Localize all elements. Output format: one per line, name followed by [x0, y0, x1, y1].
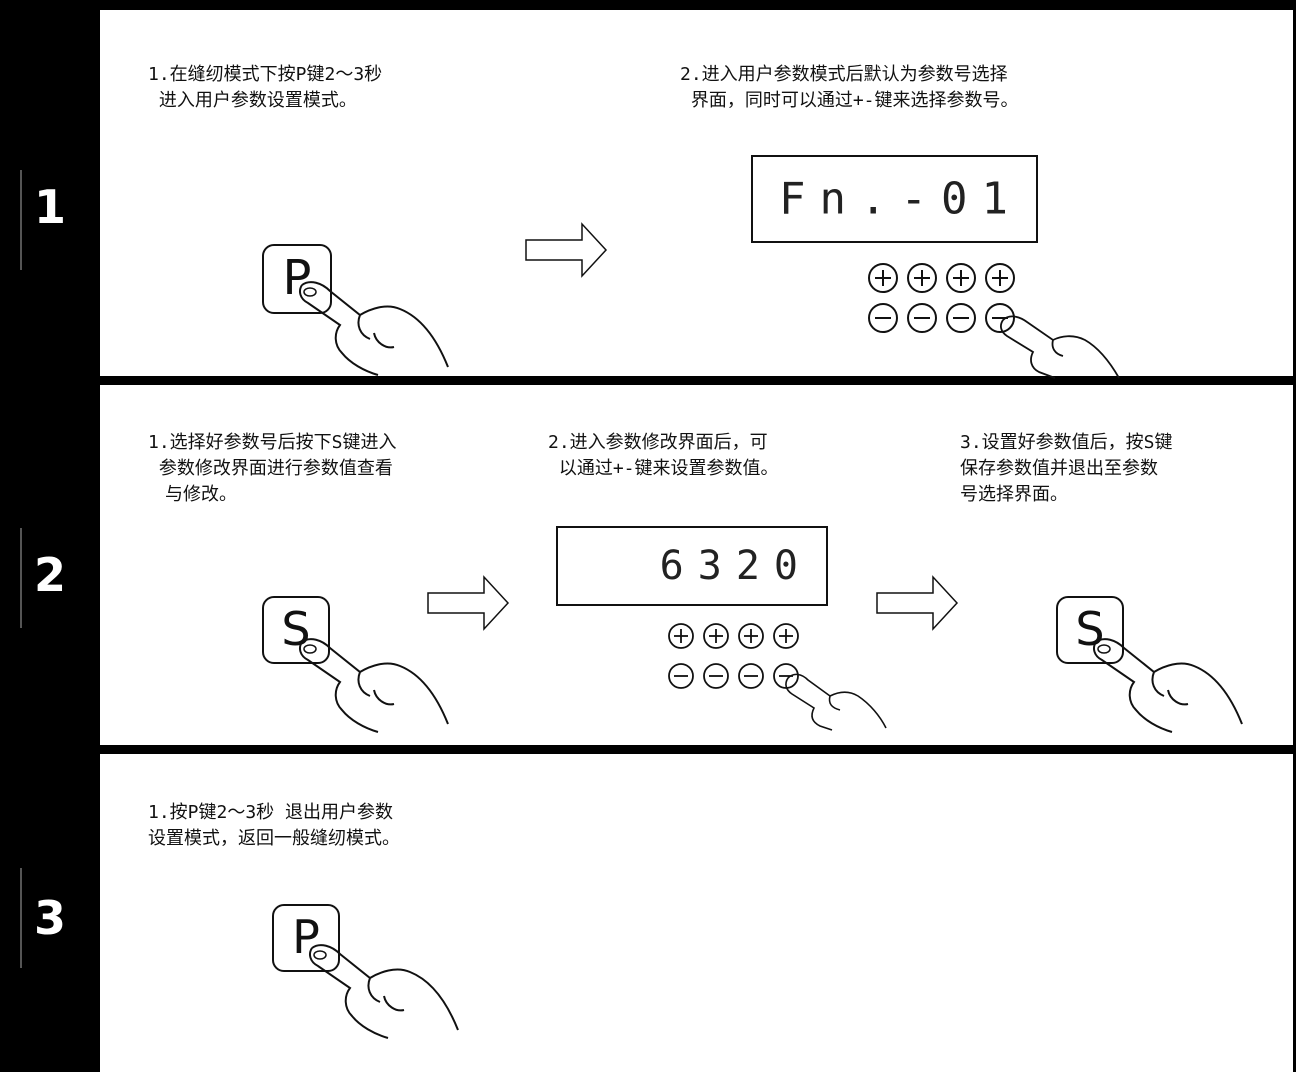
hand-pointer-icon — [1084, 632, 1254, 742]
top-border — [0, 0, 1296, 10]
step-1-note-1-line-2: 进入用户参数设置模式。 — [148, 88, 357, 114]
plus-button-row — [666, 622, 816, 652]
right-arrow-icon — [426, 575, 510, 631]
step-3-note-1-line-1: 1.按P键2～3秒 退出用户参数 — [148, 800, 393, 826]
step-3-note-1-line-2: 设置模式，返回一般缝纫模式。 — [148, 826, 400, 852]
step-2-note-1-line-2: 参数修改界面进行参数值查看 — [148, 456, 393, 482]
step-2-note-3-line-1: 3.设置好参数值后，按S键 — [960, 430, 1173, 456]
step-2-note-2-line-1: 2.进入参数修改界面后，可 — [548, 430, 768, 456]
lcd-display: Fn.-01 — [751, 155, 1038, 243]
step-3-number: 3 — [0, 893, 100, 943]
plus-button-row — [866, 262, 1030, 296]
step-1-number: 1 — [0, 182, 100, 232]
hand-pointer-icon — [995, 308, 1125, 380]
lcd-value: 6320 — [660, 543, 812, 589]
right-arrow-icon — [524, 222, 608, 278]
hand-pointer-icon — [300, 938, 470, 1048]
lcd-display: 6320 — [556, 526, 828, 606]
step-1-note-2-line-1: 2.进入用户参数模式后默认为参数号选择 — [680, 62, 1008, 88]
step-2-note-3-line-2: 保存参数值并退出至参数 — [960, 456, 1158, 482]
step-2-note-2-line-2: 以通过+-键来设置参数值。 — [548, 456, 779, 482]
step-1-note-1-line-1: 1.在缝纫模式下按P键2～3秒 — [148, 62, 382, 88]
step-1-note-2-line-2: 界面，同时可以通过+-键来选择参数号。 — [680, 88, 1019, 114]
right-arrow-icon — [875, 575, 959, 631]
hand-pointer-icon — [290, 275, 460, 385]
separator-2-3 — [0, 745, 1296, 754]
step-2-note-1-line-1: 1.选择好参数号后按下S键进入 — [148, 430, 397, 456]
step-2-note-3-line-3: 号选择界面。 — [960, 482, 1068, 508]
step-2-note-1-line-3: 与修改。 — [165, 482, 237, 508]
lcd-value: Fn.-01 — [779, 174, 1022, 225]
hand-pointer-icon — [780, 666, 890, 730]
hand-pointer-icon — [290, 632, 460, 742]
step-2-number: 2 — [0, 550, 100, 600]
